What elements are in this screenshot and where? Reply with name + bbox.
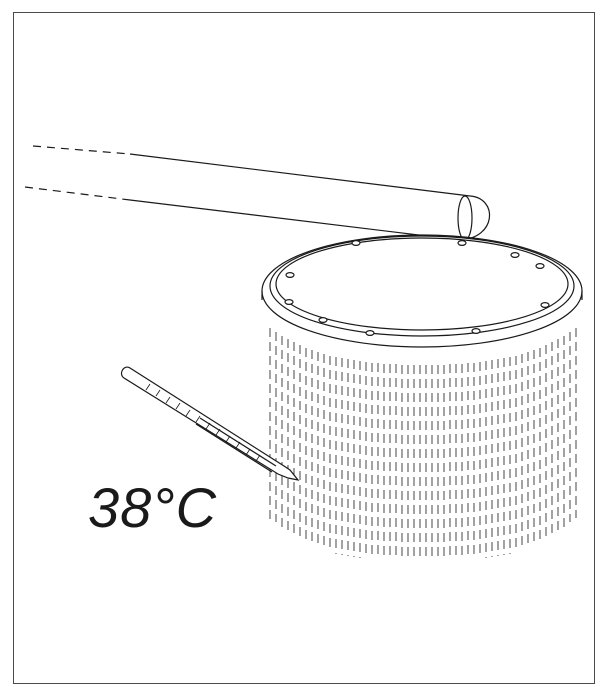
- thermometer-icon: [120, 366, 300, 481]
- head-screws: [284, 240, 550, 337]
- shower-head: [261, 234, 583, 348]
- water-spray: [269, 328, 577, 561]
- illustration-frame: [13, 12, 595, 684]
- shower-arm: [24, 145, 491, 241]
- temperature-label: 38°C: [88, 476, 218, 539]
